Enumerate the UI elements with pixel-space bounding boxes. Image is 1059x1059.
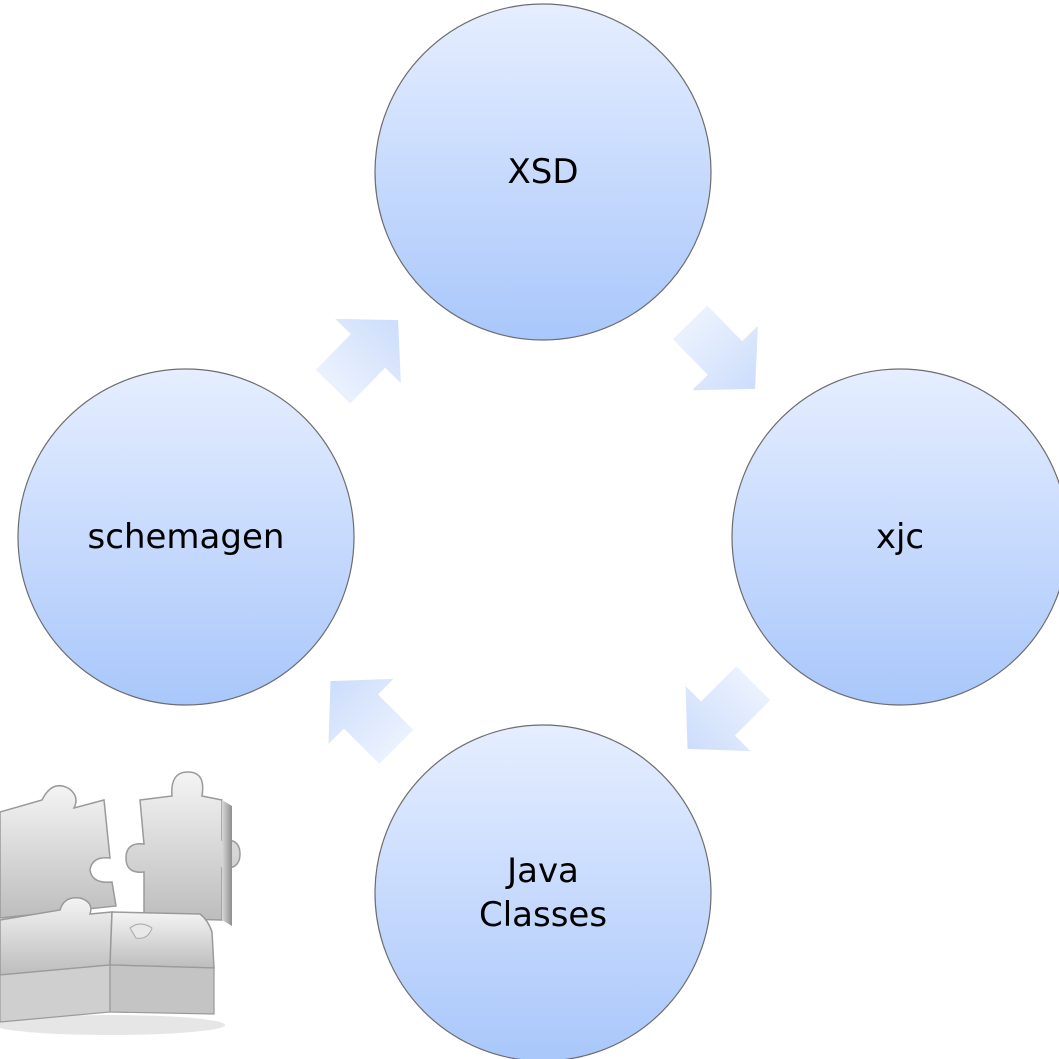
puzzle-pieces-image — [0, 771, 241, 1035]
node-label-java-classes-line-2: Classes — [479, 895, 607, 935]
node-circle-schemagen — [17, 368, 355, 706]
node-label-schemagen: schemagen — [88, 517, 285, 557]
puzzle-piece-back-left — [0, 785, 117, 919]
node-label-xsd: XSD — [507, 152, 578, 192]
node-circle-java-classes — [374, 724, 712, 1059]
puzzle-piece-front-right — [109, 911, 215, 1015]
arrow-schemagen-to-xsd — [315, 318, 401, 404]
node-circle-xjc — [731, 368, 1059, 706]
arrow-java-classes-to-schemagen — [328, 678, 414, 764]
puzzle-piece-back-right — [125, 771, 241, 926]
puzzle-piece-front-left — [0, 897, 113, 1023]
arrow-xsd-to-xjc — [672, 305, 758, 391]
node-xsd: XSD — [374, 3, 712, 341]
node-circle-xsd — [374, 3, 712, 341]
node-label-xjc: xjc — [876, 517, 924, 557]
arrow-xjc-to-java-classes — [685, 666, 771, 752]
node-xjc: xjc — [731, 368, 1059, 706]
node-schemagen: schemagen — [17, 368, 355, 706]
node-label-java-classes-line-1: Java — [505, 851, 579, 891]
